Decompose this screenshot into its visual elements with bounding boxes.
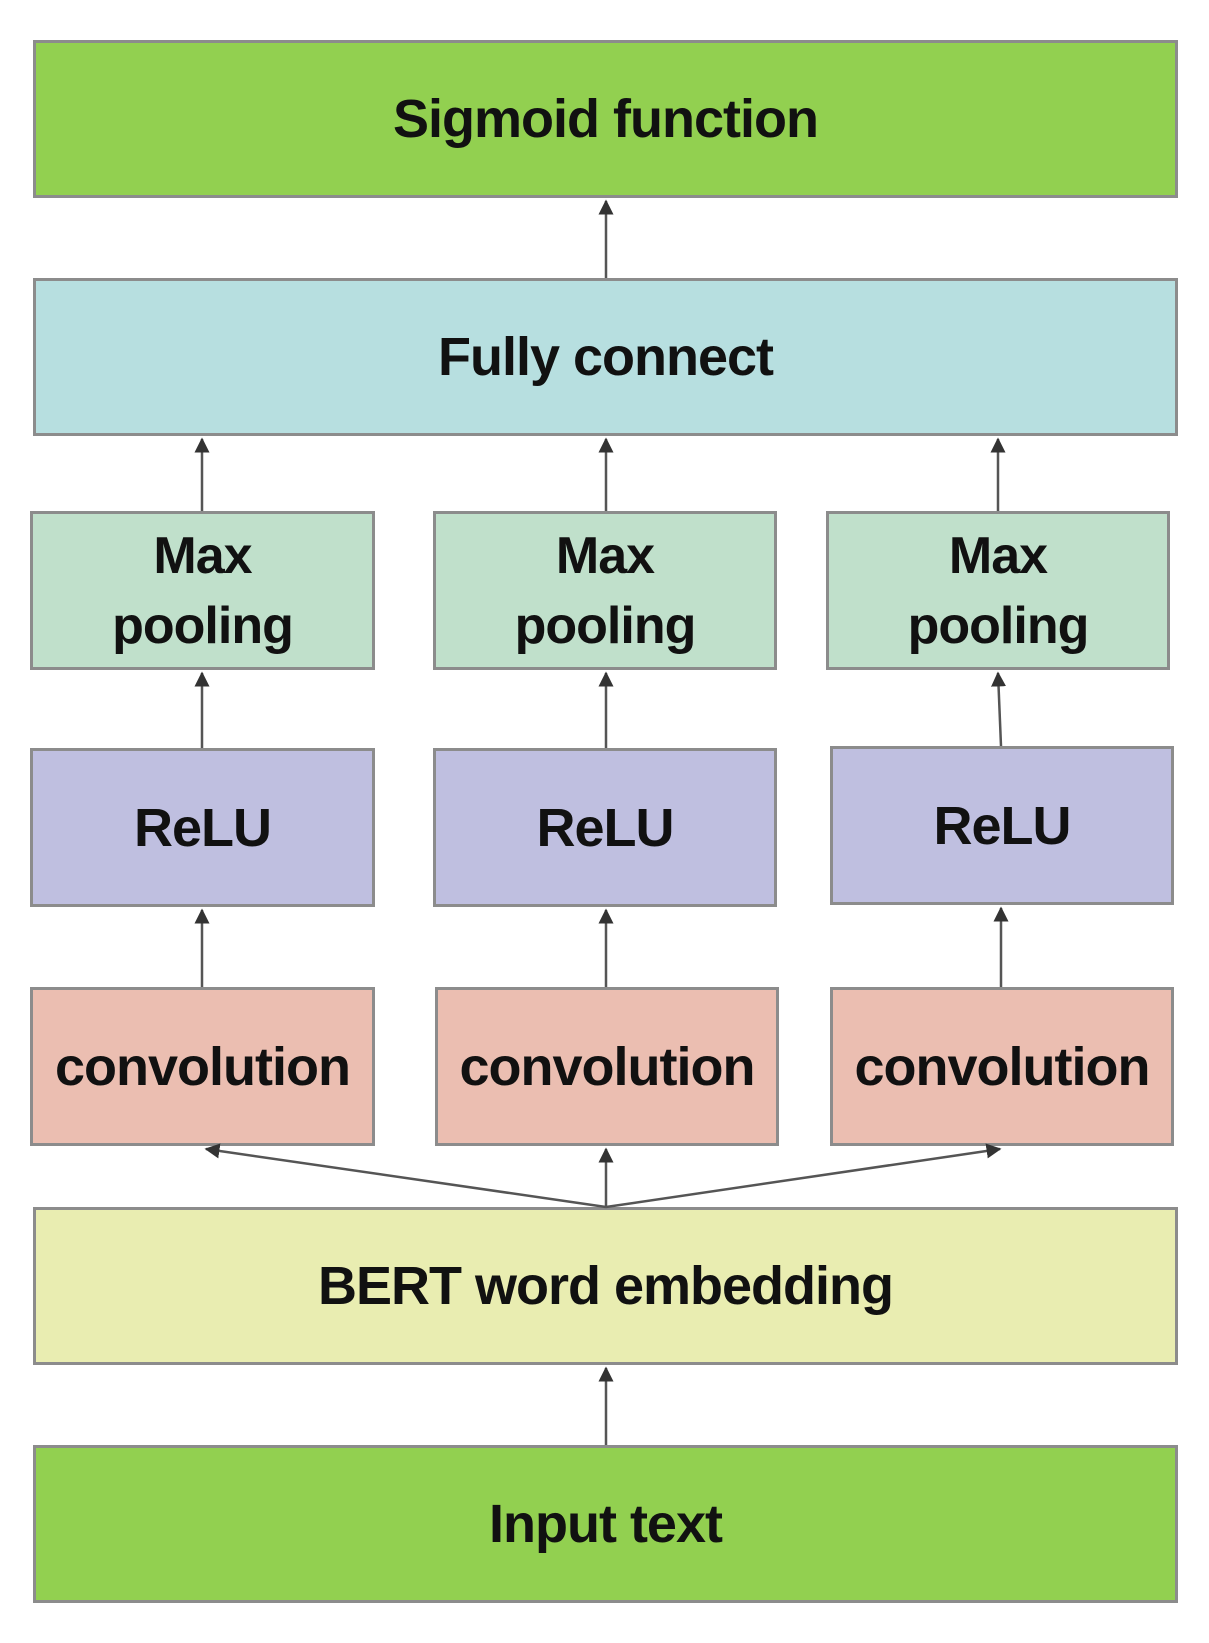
convolution-box-2: convolution	[435, 987, 779, 1146]
max-pooling-box-1: Max pooling	[30, 511, 375, 670]
bert-word-embedding-box: BERT word embedding	[33, 1207, 1178, 1365]
convolution-label: convolution	[459, 1036, 756, 1097]
fully-connect-label: Fully connect	[437, 327, 774, 387]
max-pooling-box-2: Max pooling	[433, 511, 777, 670]
convolution-box-1: convolution	[30, 987, 375, 1146]
relu-box-3: ReLU	[830, 746, 1174, 905]
relu-label: ReLU	[133, 797, 272, 858]
arrow-bert-to-conv1	[204, 1143, 607, 1209]
relu-box-1: ReLU	[30, 748, 375, 907]
input-text-box: Input text	[33, 1445, 1178, 1603]
arrow-bert-to-conv3	[605, 1143, 1002, 1209]
arrow-relu3-to-maxpool3	[991, 671, 1007, 747]
bert-word-embedding-label: BERT word embedding	[318, 1256, 894, 1316]
sigmoid-function-label: Sigmoid function	[393, 89, 819, 149]
relu-label: ReLU	[933, 795, 1071, 856]
fully-connect-box: Fully connect	[33, 278, 1178, 436]
input-text-label: Input text	[489, 1494, 723, 1554]
max-pooling-box-3: Max pooling	[826, 511, 1170, 670]
relu-label: ReLU	[536, 797, 674, 858]
convolution-label: convolution	[55, 1036, 351, 1097]
sigmoid-function-box: Sigmoid function	[33, 40, 1178, 198]
convolution-box-3: convolution	[830, 987, 1174, 1146]
max-pooling-label: Max pooling	[112, 526, 294, 655]
max-pooling-label: Max pooling	[907, 526, 1090, 655]
relu-box-2: ReLU	[433, 748, 777, 907]
convolution-label: convolution	[854, 1036, 1151, 1097]
max-pooling-label: Max pooling	[514, 526, 697, 655]
